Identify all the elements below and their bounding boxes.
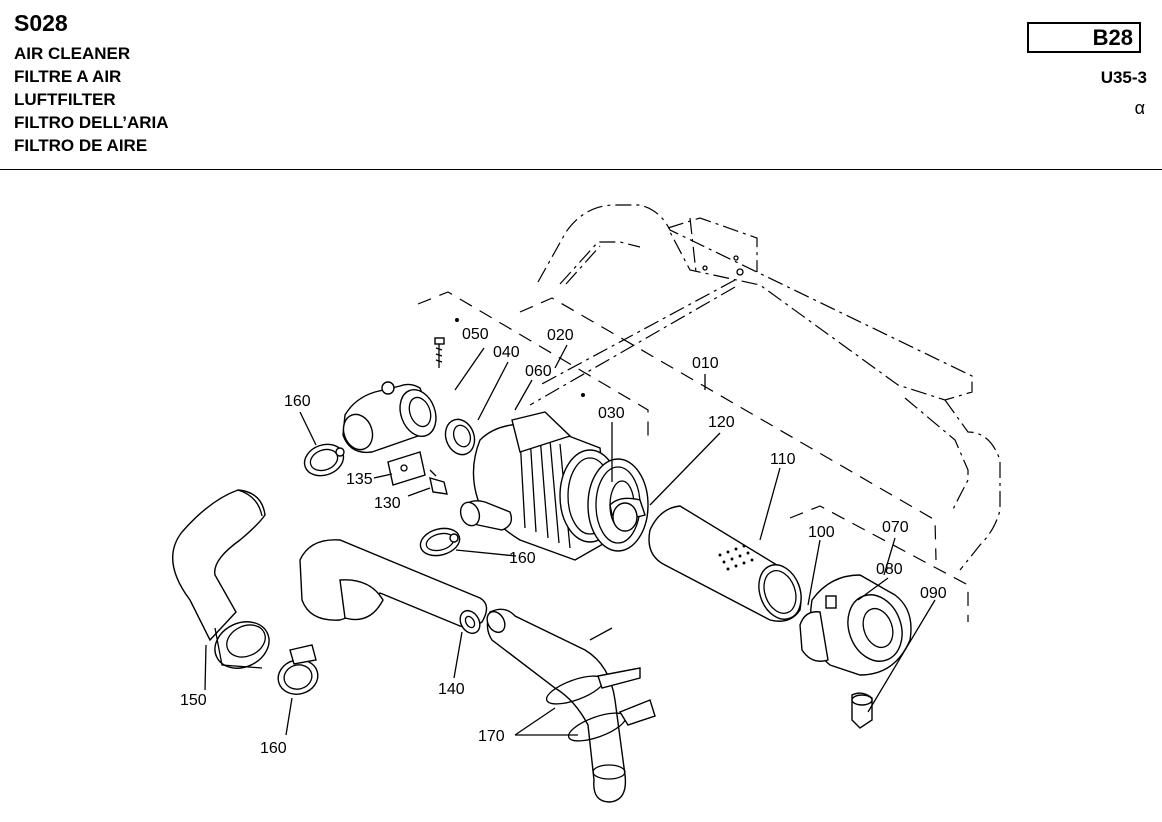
callout-160-upper: 160 xyxy=(284,393,311,410)
model-code: U35-3 xyxy=(1100,68,1147,87)
exploded-parts-diagram: 010 020 030 040 050 060 070 080 090 100 … xyxy=(172,204,1001,803)
callout-070: 070 xyxy=(882,519,909,536)
callout-010: 010 xyxy=(692,355,719,372)
part-150-hose xyxy=(172,489,270,669)
title-spanish: FILTRO DE AIRE xyxy=(14,136,148,155)
part-120-inner-element xyxy=(612,502,638,532)
callout-170: 170 xyxy=(478,728,505,745)
callout-020: 020 xyxy=(547,327,574,344)
part-080-cap xyxy=(809,574,912,676)
callout-labels: 010 020 030 040 050 060 070 080 090 100 … xyxy=(180,326,947,757)
reference-dots xyxy=(455,318,585,397)
part-140-hose xyxy=(299,539,627,803)
title-italian: FILTRO DELL’ARIA xyxy=(14,113,169,132)
inlet-elbow xyxy=(342,381,476,456)
callout-140: 140 xyxy=(438,681,465,698)
callout-080: 080 xyxy=(876,561,903,578)
callout-160-lower: 160 xyxy=(260,740,287,757)
callout-135: 135 xyxy=(346,471,373,488)
bracket-135 xyxy=(387,451,426,486)
page-code-box: B28 xyxy=(1027,22,1141,53)
title-german: LUFTFILTER xyxy=(14,90,116,109)
callout-100: 100 xyxy=(808,524,835,541)
callout-060: 060 xyxy=(525,363,552,380)
bolt-130 xyxy=(429,469,448,495)
assembly-brackets xyxy=(417,291,969,622)
callout-110: 110 xyxy=(770,451,796,468)
callout-120: 120 xyxy=(708,414,735,431)
title-english: AIR CLEANER xyxy=(14,44,131,63)
revision-mark: α xyxy=(1134,98,1145,118)
screw xyxy=(434,337,445,368)
callout-030: 030 xyxy=(598,405,625,422)
callout-090: 090 xyxy=(920,585,947,602)
part-170-bands xyxy=(545,627,656,742)
part-100-ring xyxy=(799,611,829,662)
header-divider xyxy=(0,169,1162,170)
sheet-code: S028 xyxy=(14,10,68,36)
leader-lines xyxy=(204,344,936,736)
title-french: FILTRE A AIR xyxy=(14,67,122,86)
frame-bracket xyxy=(529,204,1001,571)
callout-130: 130 xyxy=(374,495,401,512)
callout-040: 040 xyxy=(493,344,520,361)
callout-150: 150 xyxy=(180,692,207,709)
part-110-element xyxy=(648,505,802,622)
callout-050: 050 xyxy=(462,326,489,343)
part-160-clamps xyxy=(277,443,461,695)
callout-160-middle: 160 xyxy=(509,550,536,567)
part-090-valve xyxy=(851,692,873,729)
